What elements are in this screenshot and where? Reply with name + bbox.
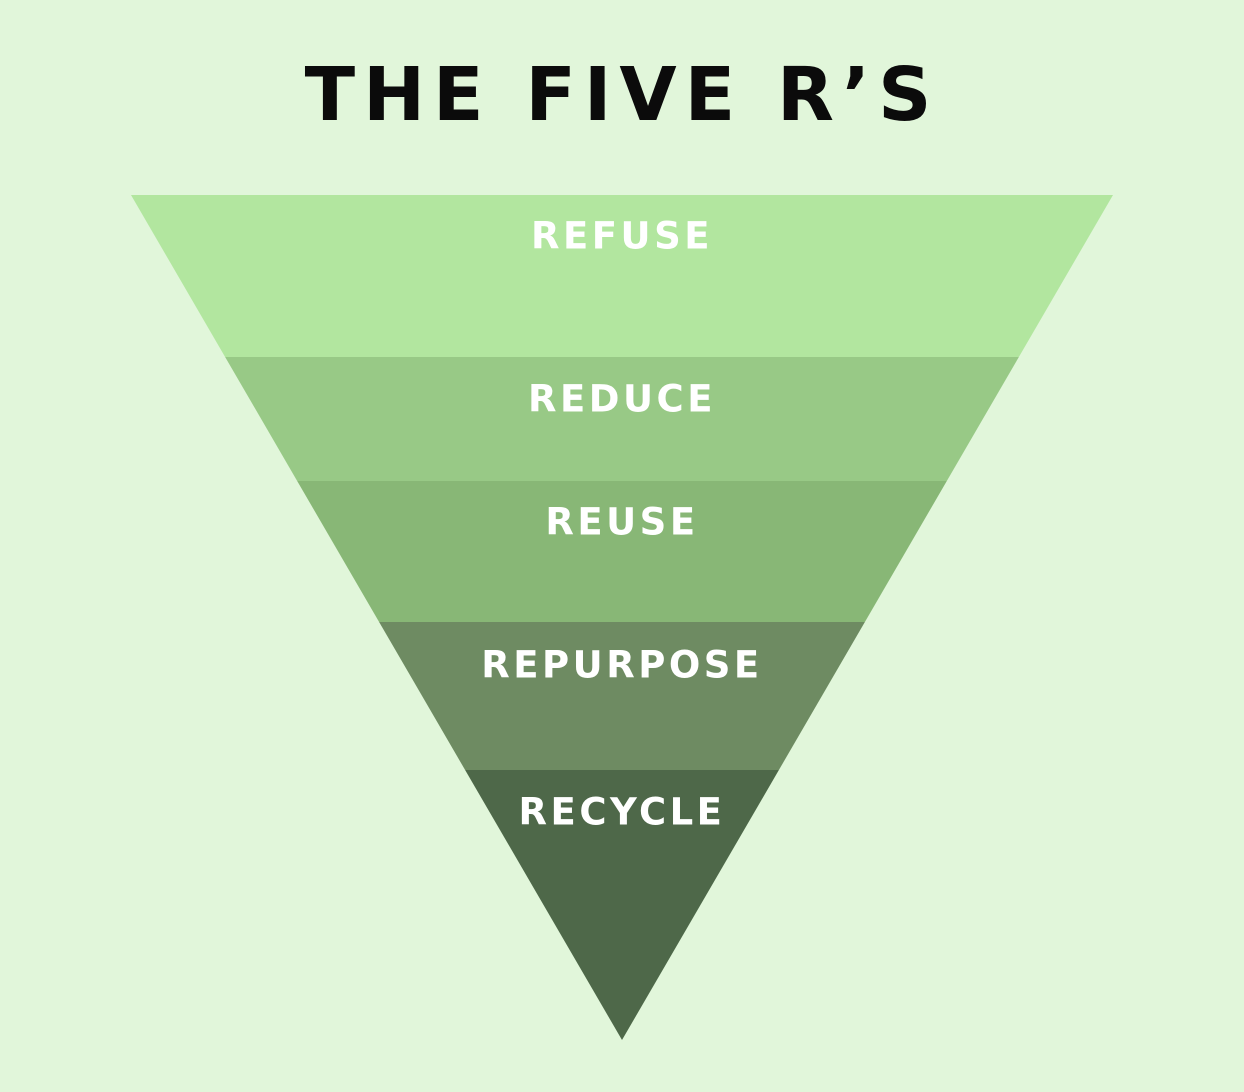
diagram-title: THE FIVE R’S xyxy=(304,52,940,138)
band-label-reduce: REDUCE xyxy=(528,378,716,421)
funnel-band-reduce xyxy=(225,357,1019,481)
band-label-repurpose: REPURPOSE xyxy=(481,644,762,687)
band-label-recycle: RECYCLE xyxy=(519,791,726,834)
band-label-refuse: REFUSE xyxy=(531,215,713,258)
funnel-band-reuse xyxy=(297,481,947,622)
funnel-band-refuse xyxy=(131,195,1113,357)
funnel-band-repurpose xyxy=(379,622,865,770)
band-label-reuse: REUSE xyxy=(545,501,698,544)
funnel-band-recycle xyxy=(465,770,779,1040)
